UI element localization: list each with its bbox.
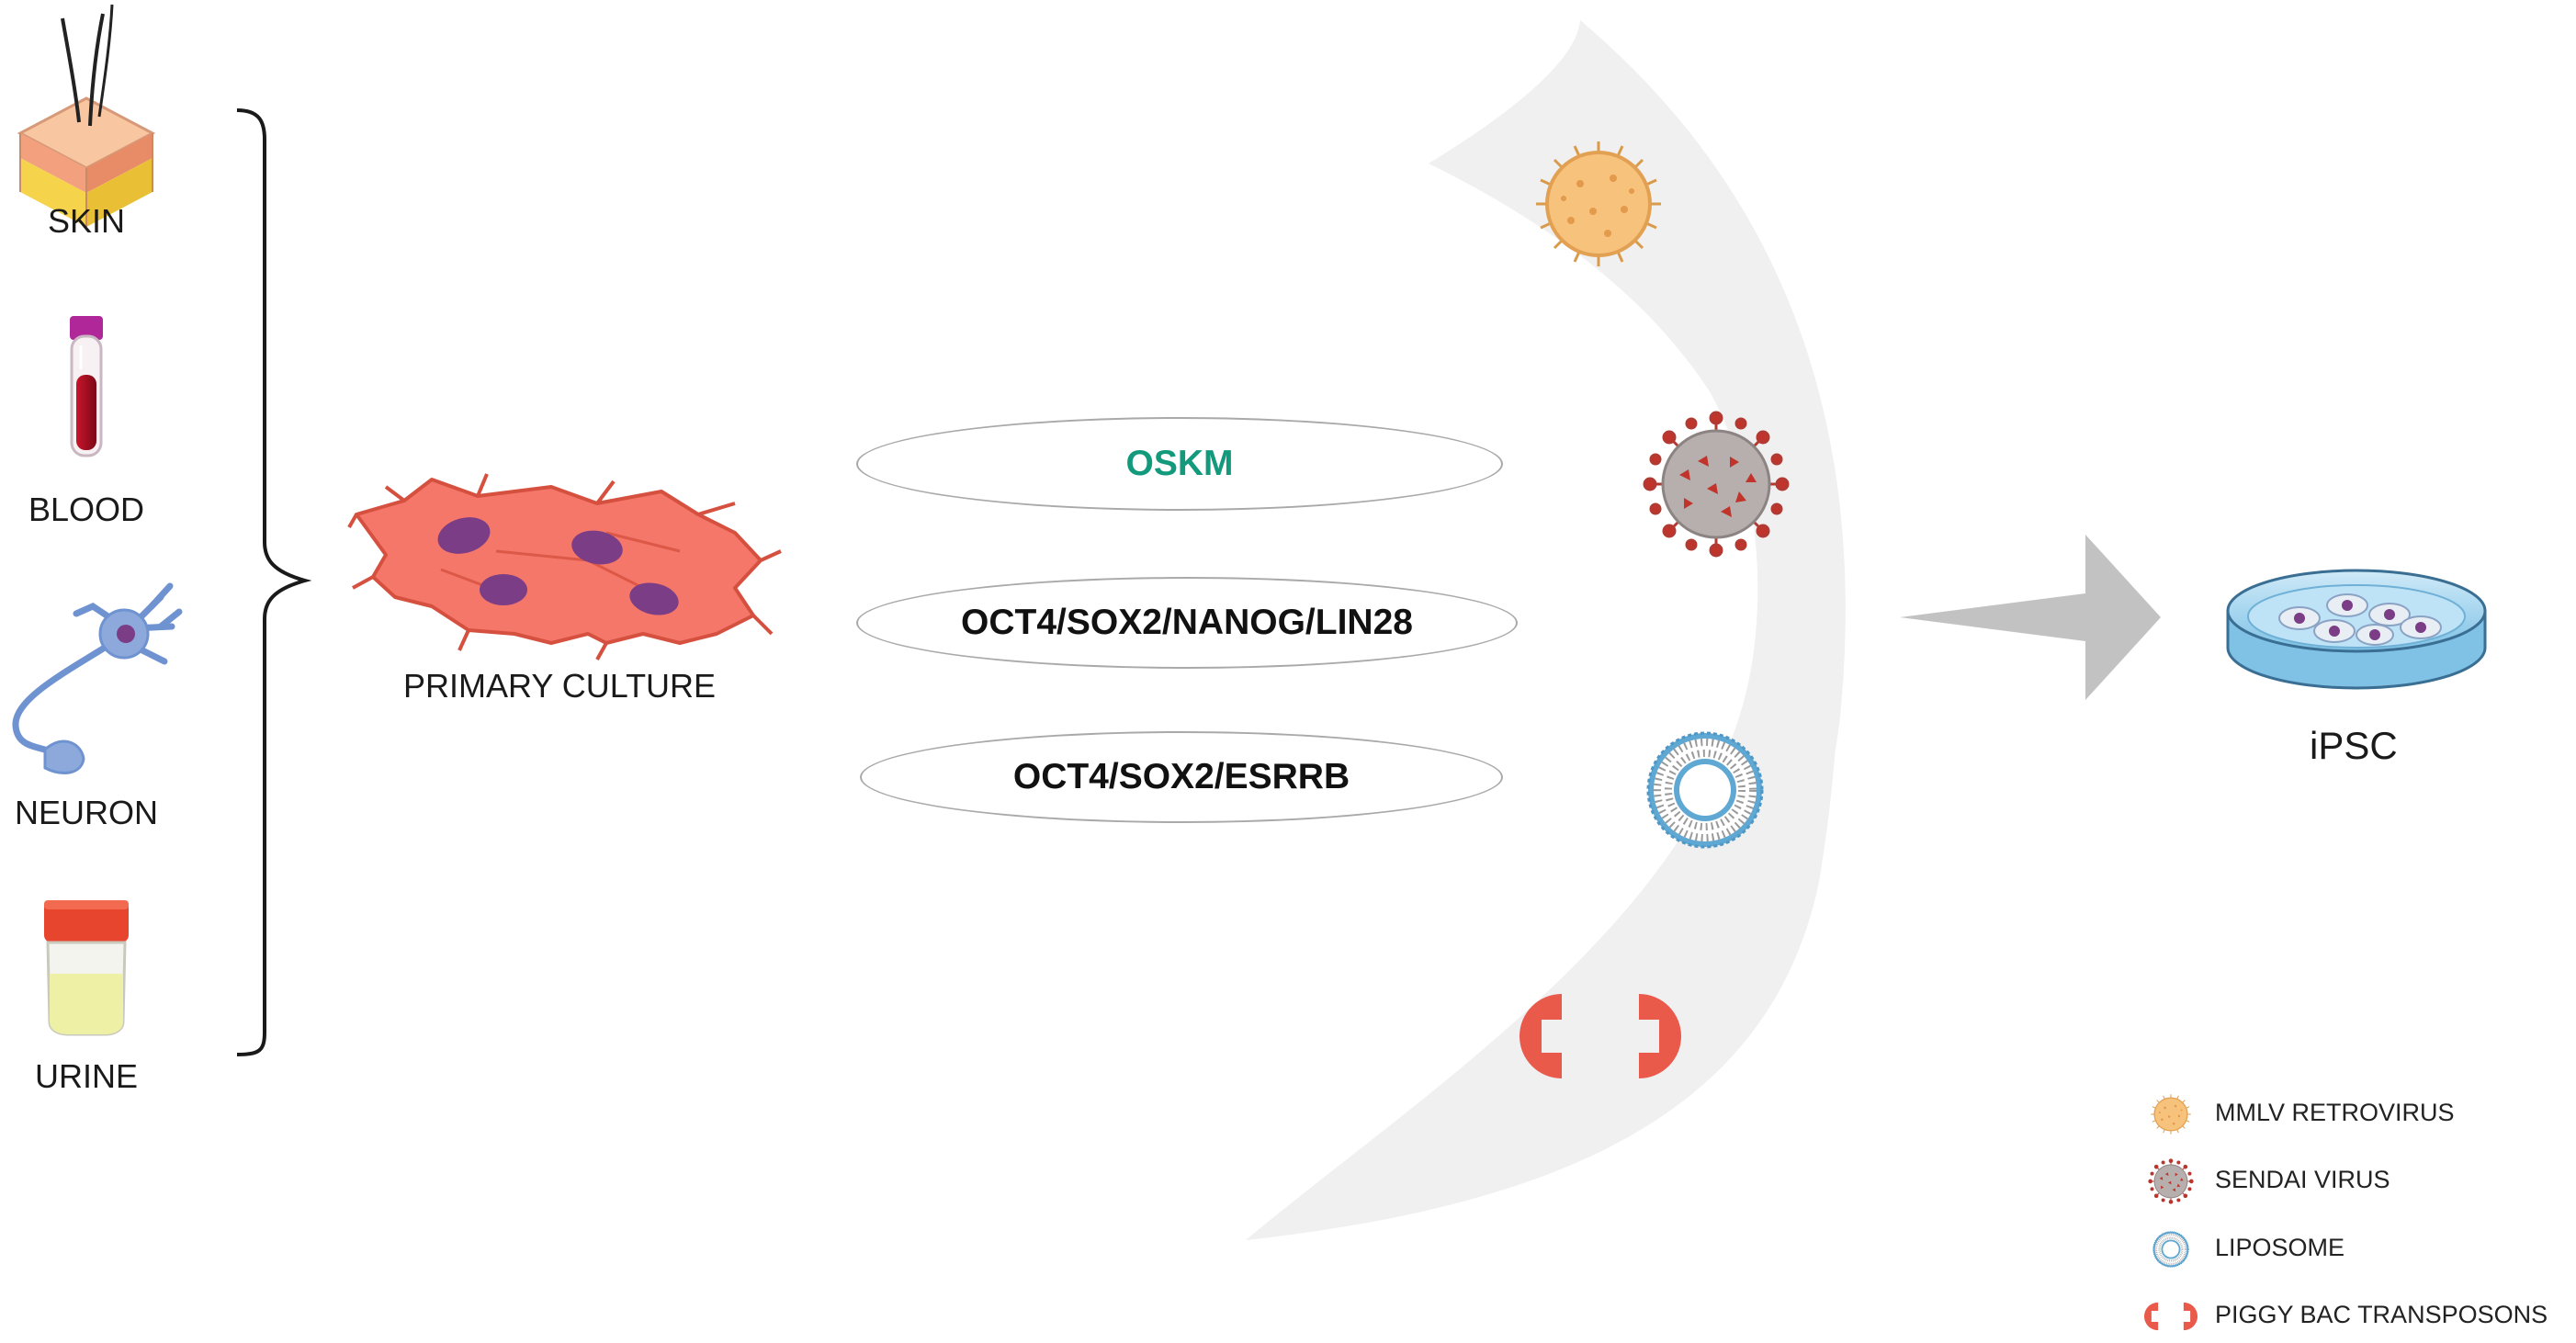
- factor-pill-oct4-sox2-nanog-lin28: OCT4/SOX2/NANOG/LIN28: [856, 577, 1518, 669]
- sendai-virus-icon: [1643, 411, 1790, 558]
- legend-mmlv-retrovirus-icon: [2150, 1093, 2192, 1135]
- ipsc-label: iPSC: [2310, 724, 2398, 767]
- fibroblast-cells-icon: [347, 473, 782, 660]
- liposome-icon: [1648, 733, 1762, 847]
- factor-label-oct4-sox2-esrrb: OCT4/SOX2/ESRRB: [1012, 757, 1350, 796]
- factor-pill-oct4-sox2-esrrb: OCT4/SOX2/ESRRB: [860, 731, 1503, 823]
- legend-label-liposome: LIPOSOME: [2215, 1234, 2345, 1261]
- source-label-urine: URINE: [34, 1057, 139, 1095]
- legend-sendai-virus-icon: [2148, 1158, 2194, 1204]
- reprogramming-arrow: [1900, 535, 2161, 700]
- legend-liposome-icon: [2152, 1230, 2190, 1269]
- petri-dish-icon: [2226, 569, 2487, 690]
- factor-label-oskm: OSKM: [1125, 444, 1234, 483]
- grouping-brace: [236, 108, 312, 1056]
- mmlv-retrovirus-icon: [1534, 140, 1663, 268]
- factor-pill-oskm: OSKM: [856, 417, 1503, 511]
- source-label-blood: BLOOD: [28, 491, 145, 528]
- legend-label-piggybac-transposons: PIGGY BAC TRANSPOSONS: [2215, 1301, 2548, 1328]
- legend-piggybac-transposon-icon: [2143, 1302, 2198, 1331]
- skin-icon: [17, 4, 156, 227]
- neuron-icon: [12, 582, 183, 774]
- primary-culture-label: PRIMARY CULTURE: [403, 667, 717, 705]
- source-label-skin: SKIN: [47, 202, 126, 240]
- urine-container-icon: [44, 900, 129, 1036]
- blood-tube-icon: [70, 316, 103, 457]
- factor-label-oct4-sox2-nanog-lin28: OCT4/SOX2/NANOG/LIN28: [961, 603, 1413, 642]
- legend-label-sendai-virus: SENDAI VIRUS: [2215, 1166, 2390, 1193]
- source-label-neuron: NEURON: [14, 794, 159, 831]
- legend-label-mmlv-retrovirus: MMLV RETROVIRUS: [2215, 1099, 2455, 1126]
